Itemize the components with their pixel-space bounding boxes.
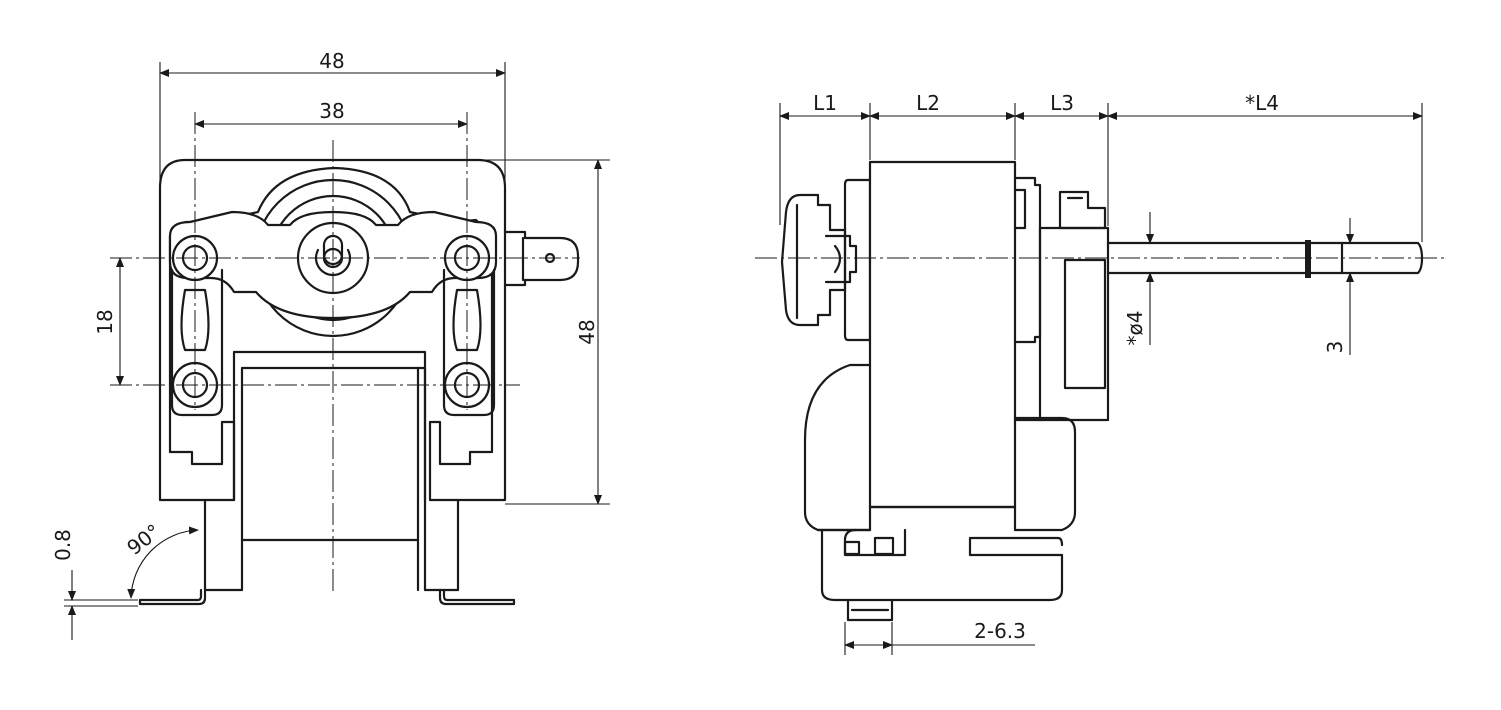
terminal-block [820, 528, 1064, 602]
dim-l3: L3 [1050, 91, 1074, 115]
dim-overall-width: 48 [319, 49, 344, 73]
coil-housing [803, 363, 872, 532]
dim-shaft-diameter: *ø4 [1123, 311, 1147, 346]
terminal-tab [503, 230, 580, 287]
dim-thickness: 0.8 [51, 529, 75, 561]
dim-shaft-flat: 3 [1323, 341, 1347, 354]
coil-body [203, 366, 460, 592]
side-view: L1 L2 L3 *L4 *ø4 3 2-6.3 [755, 91, 1445, 655]
dim-hole-spacing: 38 [319, 99, 344, 123]
rear-bearing [780, 193, 847, 327]
shaft-clip [1305, 240, 1311, 278]
left-foot [138, 588, 207, 606]
dim-angle: 90° [122, 519, 165, 560]
dim-l1: L1 [813, 91, 837, 115]
dim-vertical-spacing: 18 [93, 309, 117, 334]
front-view: 48 38 18 48 90° 0.8 [51, 49, 610, 640]
stator-stack [868, 160, 1017, 509]
right-foot [438, 588, 516, 606]
dim-overall-height: 48 [575, 319, 599, 344]
dim-terminal: 2-6.3 [974, 619, 1026, 643]
dim-l4: *L4 [1245, 91, 1279, 115]
front-frame [158, 158, 507, 502]
dim-l2: L2 [916, 91, 940, 115]
